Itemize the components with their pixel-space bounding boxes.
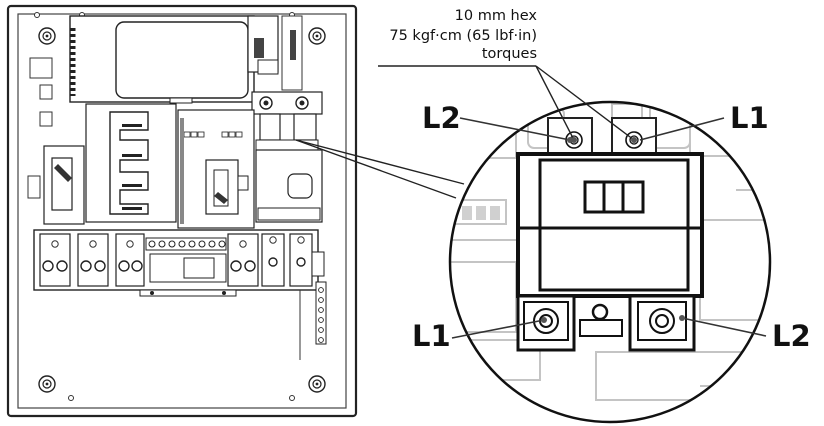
mounting-hole xyxy=(38,27,56,45)
mounting-hole xyxy=(308,27,326,45)
mounting-hole xyxy=(38,375,56,393)
torque-callout: 10 mm hex 75 kgf·cm (65 lbf·in) torques xyxy=(378,8,637,143)
top-terminal-block xyxy=(251,91,323,151)
zoom-leader-lines xyxy=(295,139,465,199)
terminal-block-body xyxy=(516,152,704,298)
label-bottom-right: L2 xyxy=(772,319,811,353)
panel-overview xyxy=(6,4,358,418)
hex-size-label: 10 mm hex xyxy=(455,8,538,24)
torque-word-label: torques xyxy=(482,46,537,62)
label-top-right: L1 xyxy=(730,101,769,135)
magnified-view xyxy=(448,100,772,424)
label-top-left: L2 xyxy=(422,101,461,135)
label-bottom-left: L1 xyxy=(412,319,451,353)
bottom-lug-right xyxy=(628,294,696,352)
upper-module xyxy=(69,15,279,104)
lower-terminal-strip xyxy=(33,229,319,291)
terminal-labels: L2 L1 L1 L2 xyxy=(412,101,811,353)
torque-value-label: 75 kgf·cm (65 lbf·in) xyxy=(389,28,537,44)
mounting-hole xyxy=(308,375,326,393)
bottom-lug-left xyxy=(516,294,576,352)
